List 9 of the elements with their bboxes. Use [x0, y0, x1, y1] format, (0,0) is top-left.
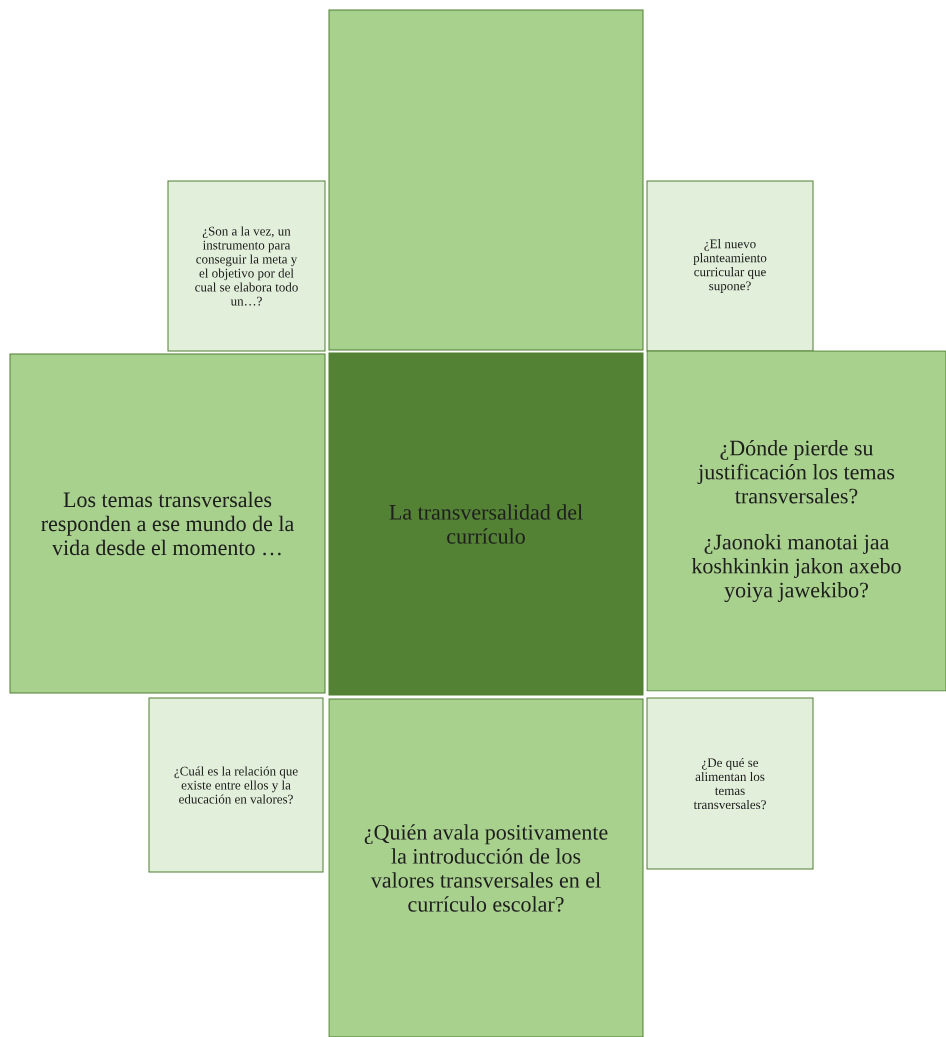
- central-box: La transversalidad del currículo: [328, 352, 644, 696]
- question-box: ¿Son a la vez, un instrumento para conseguir la meta y el objetivo por del cual se elabora todo un…?: [167, 180, 326, 352]
- topic-box: ¿Dónde pierde su justificación los temas transversales? ¿Jaonoki manotai jaa koshkinkin jakon axebo yoiya jawekibo?: [646, 350, 946, 692]
- topic-box: ¿Quién avala positivamente la introducción de los valores transversales en el currículo escolar?: [328, 698, 644, 1037]
- question-box: ¿Cuál es la relación que existe entre ellos y la educación en valores?: [148, 697, 324, 873]
- question-box: ¿El nuevo planteamiento curricular que supone?: [646, 180, 814, 352]
- topic-box: [328, 9, 644, 351]
- topic-box: Los temas transversales responden a ese mundo de la vida desde el momento …: [9, 353, 326, 694]
- question-box: ¿De qué se alimentan los temas transversales?: [646, 697, 814, 870]
